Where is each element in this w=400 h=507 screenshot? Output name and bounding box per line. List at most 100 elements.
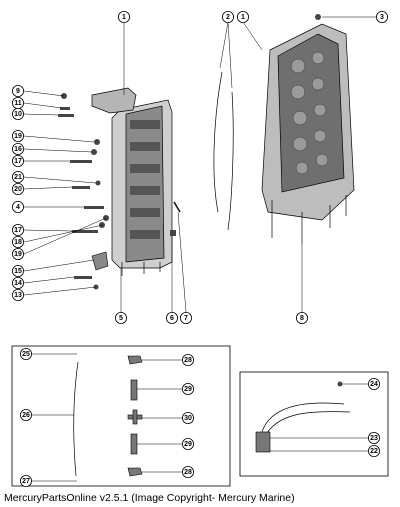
callout-circle (181, 465, 194, 478)
callout-number: 11 (14, 100, 22, 107)
callout-17: 17 (11, 223, 24, 236)
callout-circle (11, 129, 24, 142)
callout-29: 29 (181, 437, 194, 450)
callout-circle (11, 200, 24, 213)
small-hardware (58, 14, 321, 290)
callout-circle (367, 431, 380, 444)
callout-16: 16 (11, 142, 24, 155)
callout-circle (118, 10, 131, 23)
callout-5: 5 (115, 311, 128, 324)
callout-number: 4 (16, 204, 20, 211)
callout-26: 26 (19, 408, 32, 421)
callout-circle (11, 223, 24, 236)
callout-circle (115, 311, 128, 324)
callout-number: 26 (22, 412, 30, 419)
callout-circle (181, 411, 194, 424)
callout-circle (19, 408, 32, 421)
callout-number: 1 (122, 14, 126, 21)
callout-15: 15 (11, 264, 24, 277)
callout-number: 2 (226, 14, 230, 21)
callout-number: 1 (241, 14, 245, 21)
callout-23: 23 (367, 431, 380, 444)
callout-19: 19 (11, 129, 24, 142)
callout-circle (165, 311, 178, 324)
callout-circle (11, 288, 24, 301)
callout-circle (181, 437, 194, 450)
callout-circle (367, 377, 380, 390)
callout-14: 14 (11, 276, 24, 289)
hose-and-fittings-box (11, 345, 231, 487)
callout-circle (11, 170, 24, 183)
wiring-harness-box (239, 371, 389, 477)
callout-number: 18 (14, 239, 22, 246)
image-copyright-caption: MercuryPartsOnline v2.5.1 (Image Copyrig… (4, 492, 295, 504)
callout-28: 28 (181, 353, 194, 366)
callout-18: 18 (11, 235, 24, 248)
callout-28: 28 (181, 465, 194, 478)
callout-number: 25 (22, 351, 30, 358)
callout-number: 8 (300, 315, 304, 322)
callout-number: 5 (119, 315, 123, 322)
callout-circle (181, 353, 194, 366)
callout-number: 10 (14, 111, 22, 118)
callout-circle (236, 10, 249, 23)
callout-number: 20 (14, 186, 22, 193)
callout-7: 7 (179, 311, 192, 324)
callout-number: 3 (380, 14, 384, 21)
callout-circle (11, 154, 24, 167)
callout-13: 13 (11, 288, 24, 301)
callout-circle (11, 182, 24, 195)
callout-24: 24 (367, 377, 380, 390)
callout-number: 13 (14, 292, 22, 299)
callout-number: 28 (184, 469, 192, 476)
callout-number: 28 (184, 357, 192, 364)
callout-number: 29 (184, 441, 192, 448)
callout-10: 10 (11, 108, 24, 121)
callout-27: 27 (19, 474, 32, 487)
callout-8: 8 (295, 311, 308, 324)
callout-1: 1 (236, 10, 249, 23)
callout-number: 21 (14, 174, 22, 181)
callout-30: 30 (181, 411, 194, 424)
callout-4: 4 (11, 200, 24, 213)
callout-circle (19, 474, 32, 487)
callout-29: 29 (181, 382, 194, 395)
callout-number: 17 (14, 227, 22, 234)
callout-number: 23 (370, 435, 378, 442)
callout-6: 6 (165, 311, 178, 324)
callout-25: 25 (19, 347, 32, 360)
callout-number: 15 (14, 268, 22, 275)
callout-2: 2 (221, 10, 234, 23)
callout-circle (221, 10, 234, 23)
callout-circle (19, 347, 32, 360)
callout-circle (11, 235, 24, 248)
callout-circle (181, 382, 194, 395)
callout-number: 22 (370, 448, 378, 455)
callout-9: 9 (11, 85, 24, 98)
callout-1: 1 (118, 10, 131, 23)
callout-19: 19 (11, 247, 24, 260)
callout-number: 7 (184, 315, 188, 322)
callout-number: 16 (14, 146, 22, 153)
crankcase-half-left (91, 87, 173, 276)
callout-circle (367, 444, 380, 457)
callout-circle (11, 276, 24, 289)
callout-number: 17 (14, 158, 22, 165)
callout-number: 24 (370, 381, 378, 388)
callout-22: 22 (367, 444, 380, 457)
callout-number: 27 (22, 478, 30, 485)
callout-circle (11, 97, 24, 110)
callout-circle (11, 247, 24, 260)
callout-11: 11 (11, 97, 24, 110)
callout-circle (375, 10, 388, 23)
callout-circle (11, 85, 24, 98)
callout-circle (11, 264, 24, 277)
callout-number: 9 (16, 88, 20, 95)
callout-17: 17 (11, 154, 24, 167)
callout-number: 14 (14, 280, 22, 287)
callout-20: 20 (11, 182, 24, 195)
callout-number: 19 (14, 251, 22, 258)
callout-number: 30 (184, 415, 192, 422)
cylinder-block (261, 23, 355, 244)
